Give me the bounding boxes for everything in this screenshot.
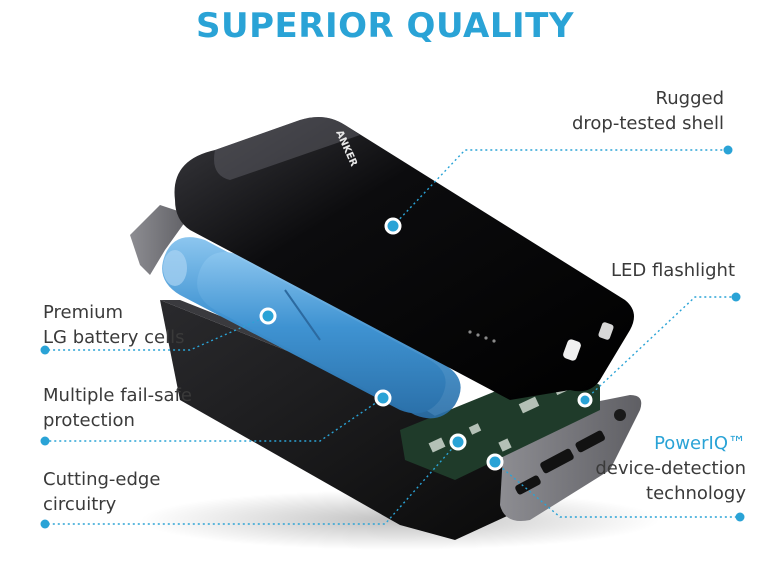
flashlight-icon xyxy=(563,339,581,361)
usb-port-icon xyxy=(575,430,606,453)
callout-protection-line2: protection xyxy=(43,410,135,431)
callout-cells-line2: LG battery cells xyxy=(43,327,185,348)
circuit-board xyxy=(400,365,600,480)
callout-poweriq-line1: PowerIQ™ xyxy=(654,433,746,454)
callout-shell-line1: Rugged xyxy=(655,88,724,109)
callout-poweriq-line2: device-detection xyxy=(595,458,746,479)
callout-shell-line2: drop-tested shell xyxy=(571,113,724,134)
callout-circuitry-line2: circuitry xyxy=(43,494,117,515)
callout-protection-line1: Multiple fail-safe xyxy=(43,385,192,406)
callout-shell: Rugged drop-tested shell xyxy=(572,86,724,136)
callout-cells: Premium LG battery cells xyxy=(43,300,184,350)
back-panel xyxy=(130,205,190,275)
callout-dots xyxy=(40,145,745,529)
led-indicator-icon xyxy=(468,330,496,343)
page-title: SUPERIOR QUALITY xyxy=(196,6,574,46)
leader-lines xyxy=(45,149,740,525)
callout-circuitry: Cutting-edge circuitry xyxy=(43,467,160,517)
callout-circuitry-line1: Cutting-edge xyxy=(43,469,161,490)
bottom-housing xyxy=(160,300,520,540)
top-shell xyxy=(174,116,634,400)
callout-protection: Multiple fail-safe protection xyxy=(43,383,192,433)
usb-port-icon xyxy=(540,448,574,474)
micro-usb-port-icon xyxy=(515,475,541,495)
battery-cells xyxy=(162,237,461,419)
callout-poweriq-line3: technology xyxy=(646,483,746,504)
power-button-icon xyxy=(598,322,614,340)
callout-poweriq: PowerIQ™ device-detection technology xyxy=(595,431,746,506)
flashlight-lens-icon xyxy=(614,409,626,421)
callout-flashlight: LED flashlight xyxy=(611,258,735,283)
callout-flashlight-line1: LED flashlight xyxy=(610,260,735,281)
callout-cells-line1: Premium xyxy=(43,302,124,323)
